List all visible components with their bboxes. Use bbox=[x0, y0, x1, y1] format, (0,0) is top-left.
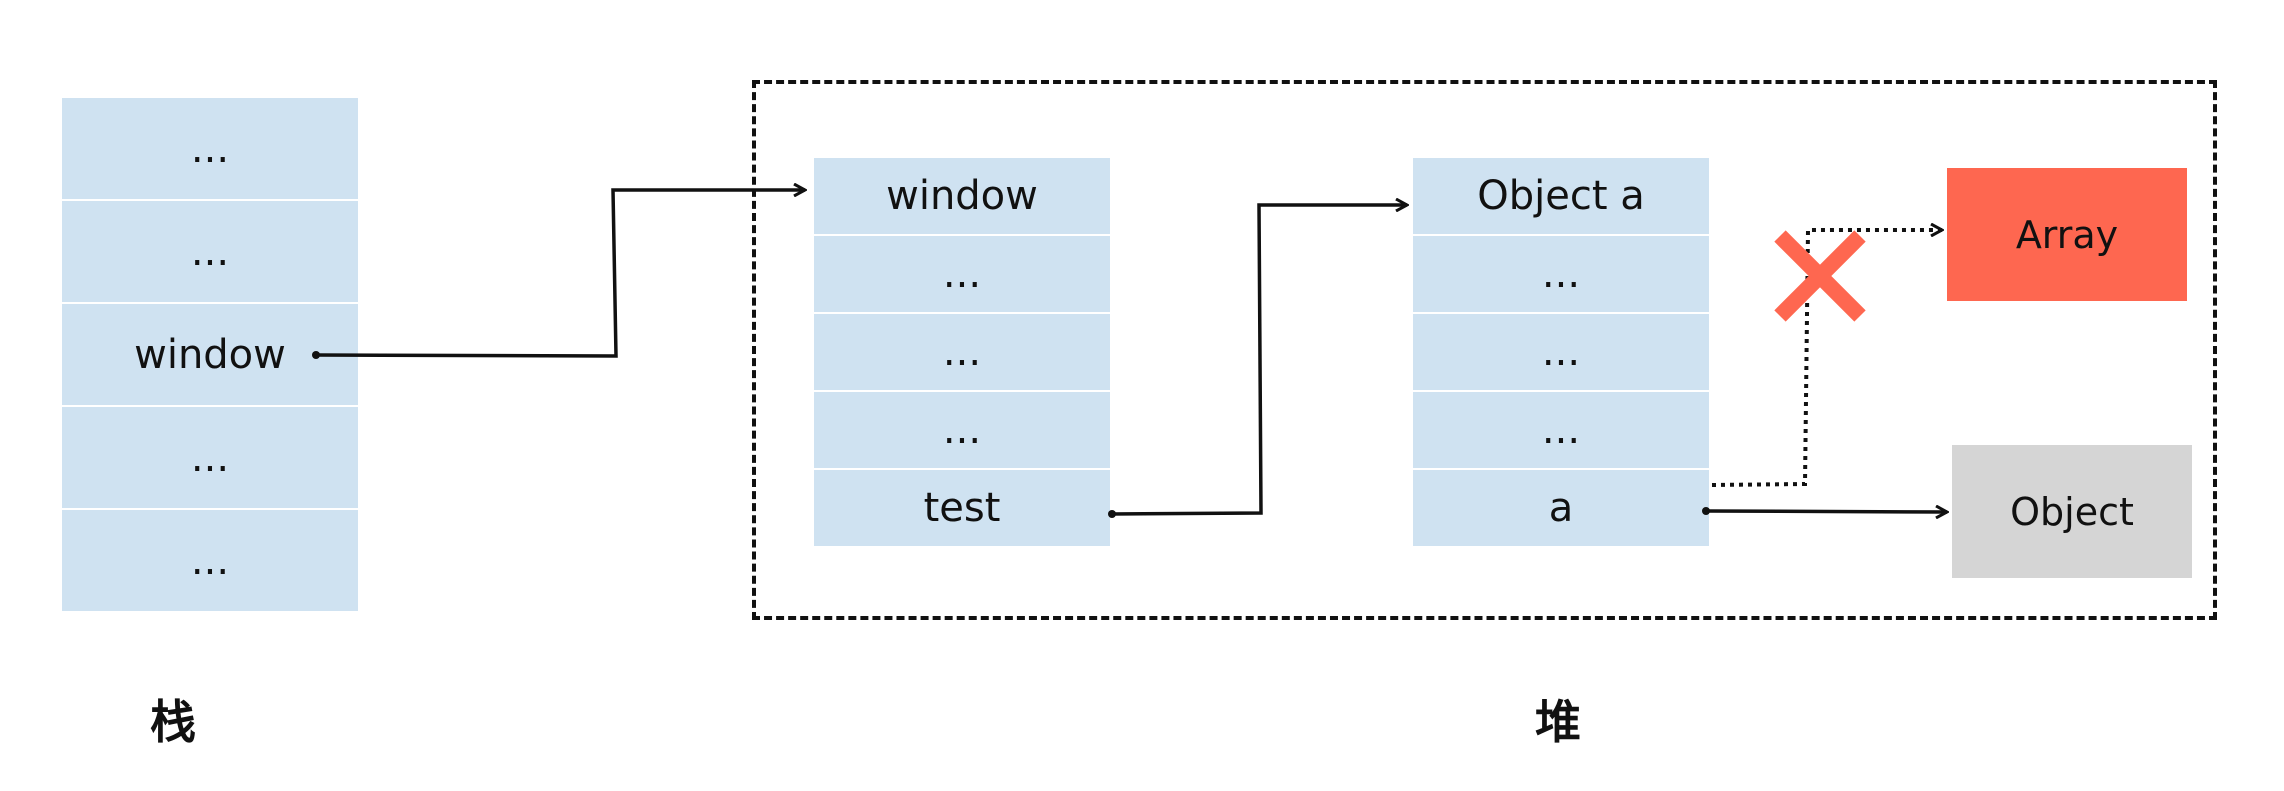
arrow-origin-dot bbox=[1108, 510, 1116, 518]
cross-icon bbox=[1774, 230, 1866, 322]
stack-caption: 栈 bbox=[150, 695, 196, 749]
window-object-cell: ... bbox=[814, 236, 1110, 314]
window-object-header: window bbox=[814, 158, 1110, 236]
stack-cell-window: window bbox=[62, 304, 358, 407]
window-object-cell-test: test bbox=[814, 470, 1110, 548]
window-object-cell: ... bbox=[814, 314, 1110, 392]
arrow-test-to-object-a bbox=[1111, 205, 1407, 516]
stack-cell: ... bbox=[62, 98, 358, 201]
object-a-header: Object a bbox=[1413, 158, 1709, 236]
stack-column: ... ... window ... ... bbox=[62, 98, 358, 614]
stack-cell: ... bbox=[62, 407, 358, 510]
arrow-origin-dot bbox=[312, 351, 320, 359]
heap-region-border bbox=[752, 80, 2217, 620]
window-object-column: window ... ... ... test bbox=[814, 158, 1110, 548]
object-a-cell: ... bbox=[1413, 236, 1709, 314]
arrow-a-to-array-dotted bbox=[1711, 230, 1942, 487]
stack-cell: ... bbox=[62, 201, 358, 304]
object-a-cell: ... bbox=[1413, 392, 1709, 470]
object-a-column: Object a ... ... ... a bbox=[1413, 158, 1709, 548]
object-node: Object bbox=[1952, 445, 2192, 578]
array-node: Array bbox=[1947, 168, 2187, 301]
heap-caption: 堆 bbox=[1535, 695, 1581, 749]
window-object-cell: ... bbox=[814, 392, 1110, 470]
arrow-stack-window-to-heap bbox=[315, 190, 805, 358]
stack-cell: ... bbox=[62, 510, 358, 613]
arrow-a-to-object bbox=[1705, 511, 1947, 512]
arrow-origin-dot bbox=[1702, 507, 1710, 515]
object-a-cell-a: a bbox=[1413, 470, 1709, 548]
object-a-cell: ... bbox=[1413, 314, 1709, 392]
